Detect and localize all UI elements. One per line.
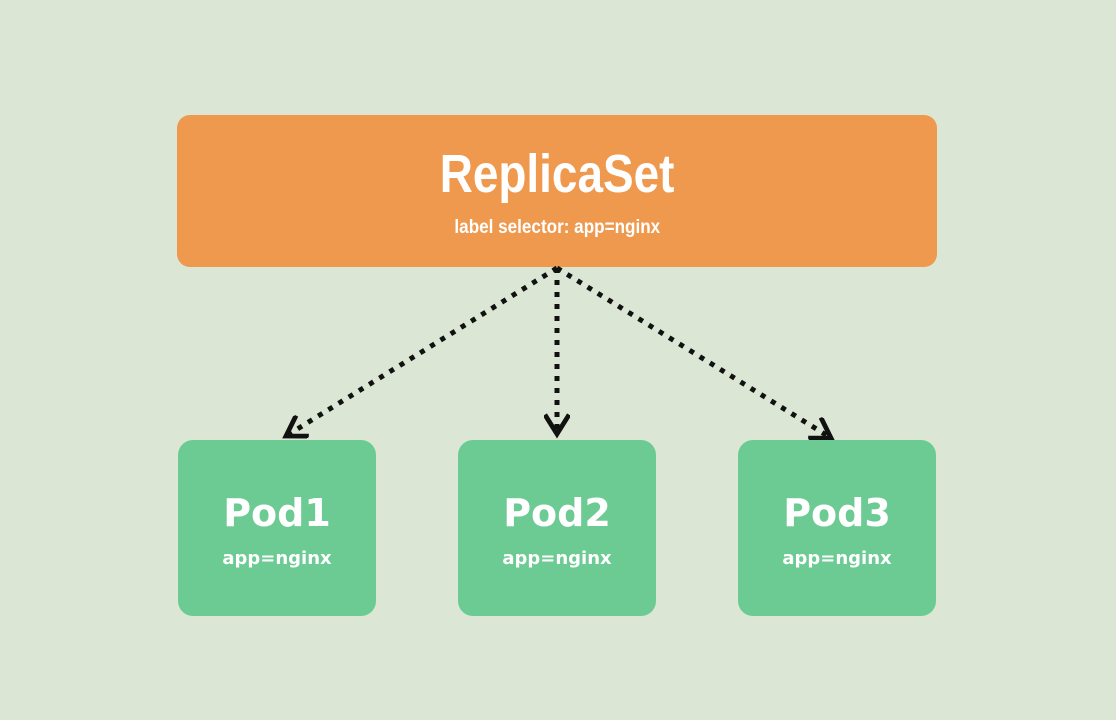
pod1-title: Pod1 bbox=[223, 490, 331, 535]
replicaset-label-selector: label selector: app=nginx bbox=[454, 216, 660, 238]
replicaset-box: ReplicaSet label selector: app=nginx bbox=[177, 115, 937, 267]
arrow-replicaset-to-pod3 bbox=[555, 265, 831, 438]
pod2-label: app=nginx bbox=[502, 548, 612, 570]
pod2-box: Pod2 app=nginx bbox=[458, 440, 656, 616]
arrow-replicaset-to-pod1 bbox=[286, 265, 559, 436]
pod3-box: Pod3 app=nginx bbox=[738, 440, 936, 616]
pod2-title: Pod2 bbox=[503, 490, 611, 535]
pod1-box: Pod1 app=nginx bbox=[178, 440, 376, 616]
replicaset-title: ReplicaSet bbox=[439, 144, 675, 205]
pod3-title: Pod3 bbox=[783, 490, 891, 535]
pod1-label: app=nginx bbox=[222, 548, 332, 570]
pod3-label: app=nginx bbox=[782, 548, 892, 570]
